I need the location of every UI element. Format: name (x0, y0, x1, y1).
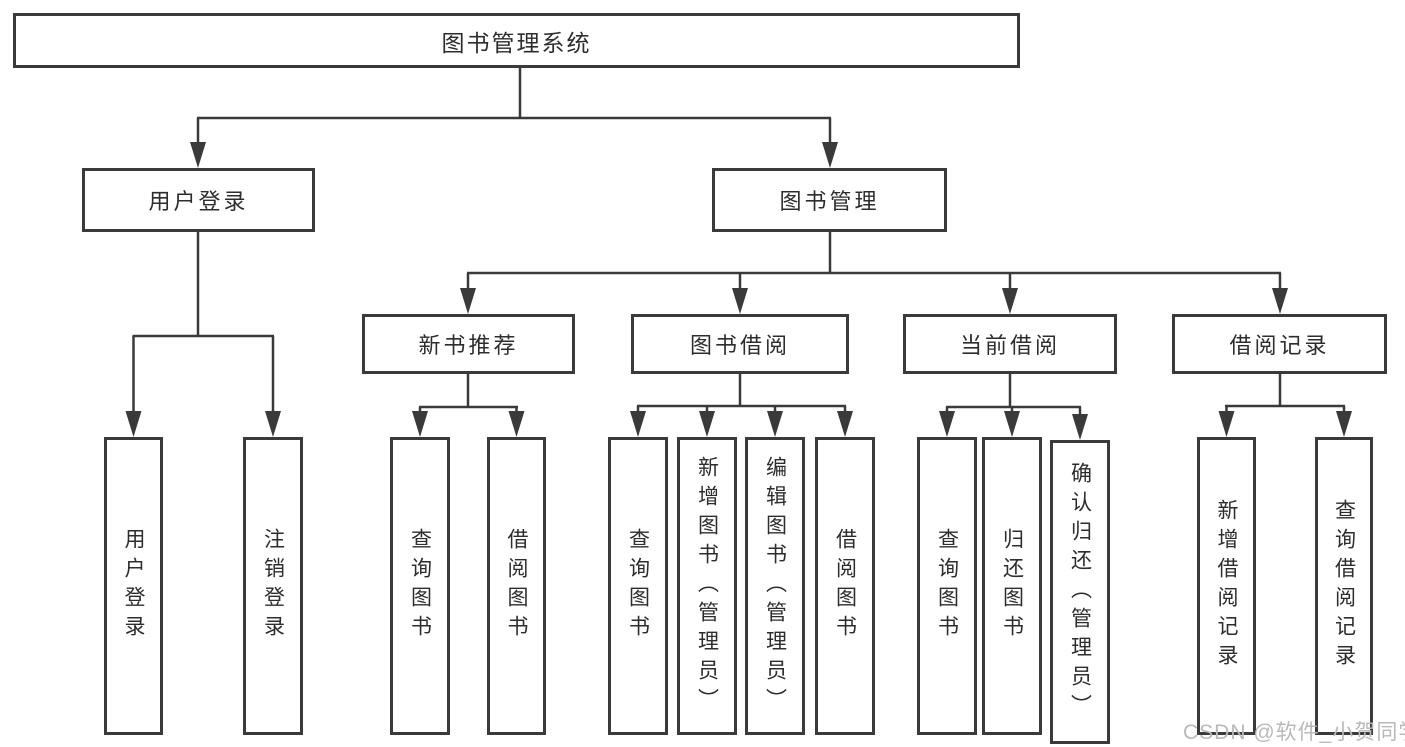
node-borrowing-edit-books-admin: 编辑图书（管理员） (745, 437, 805, 735)
node-borrowing-query-books: 查询图书 (608, 437, 668, 735)
node-current-borrowing: 当前借阅 (903, 314, 1117, 374)
leaf-label: 查询图书 (626, 528, 650, 644)
node-new-book-recommend: 新书推荐 (362, 314, 575, 374)
leaf-label: 新增借阅记录 (1215, 499, 1238, 673)
branch-book-management (460, 230, 1288, 314)
watermark-csdn: CSDN @软件_小贺同学 (1183, 721, 1405, 744)
leaf-label: 注销登录 (261, 528, 285, 644)
node-book-borrowing: 图书借阅 (631, 314, 849, 374)
branch-current-borrowing (939, 372, 1088, 440)
leaf-label: 查询借阅记录 (1332, 499, 1356, 673)
node-user-login: 用户登录 (82, 168, 315, 232)
leaf-label: 查询图书 (935, 528, 959, 644)
branch-root (190, 66, 838, 168)
node-book-management: 图书管理 (712, 168, 947, 232)
node-records-query-record: 查询借阅记录 (1315, 437, 1373, 735)
leaf-label: 查询图书 (408, 528, 432, 644)
leaf-label: 编辑图书（管理员） (763, 455, 787, 717)
leaf-label: 新增图书（管理员） (695, 455, 719, 717)
leaf-label: 用户登录 (122, 528, 145, 644)
node-current-return-books: 归还图书 (982, 437, 1042, 735)
branch-user-login (125, 230, 281, 437)
node-borrowing-add-books-admin: 新增图书（管理员） (677, 437, 737, 735)
leaf-label: 确认归还（管理员） (1068, 461, 1092, 723)
branch-book-borrowing (630, 372, 853, 437)
node-borrowing-borrow-books: 借阅图书 (815, 437, 875, 735)
node-records-add-record: 新增借阅记录 (1197, 437, 1256, 735)
leaf-label: 借阅图书 (833, 528, 857, 644)
branch-new-book (412, 372, 525, 437)
node-logout: 注销登录 (243, 437, 303, 735)
leaf-label: 归还图书 (1000, 528, 1024, 644)
node-user-login-leaf: 用户登录 (104, 437, 163, 735)
node-newbook-borrow-books: 借阅图书 (487, 437, 546, 735)
node-current-confirm-return-admin: 确认归还（管理员） (1050, 440, 1110, 744)
node-newbook-query-books: 查询图书 (390, 437, 450, 735)
branch-borrowing-records (1218, 372, 1352, 437)
node-borrowing-records: 借阅记录 (1172, 314, 1387, 374)
node-root: 图书管理系统 (13, 13, 1020, 68)
node-current-query-books: 查询图书 (917, 437, 977, 735)
leaf-label: 借阅图书 (505, 528, 528, 644)
